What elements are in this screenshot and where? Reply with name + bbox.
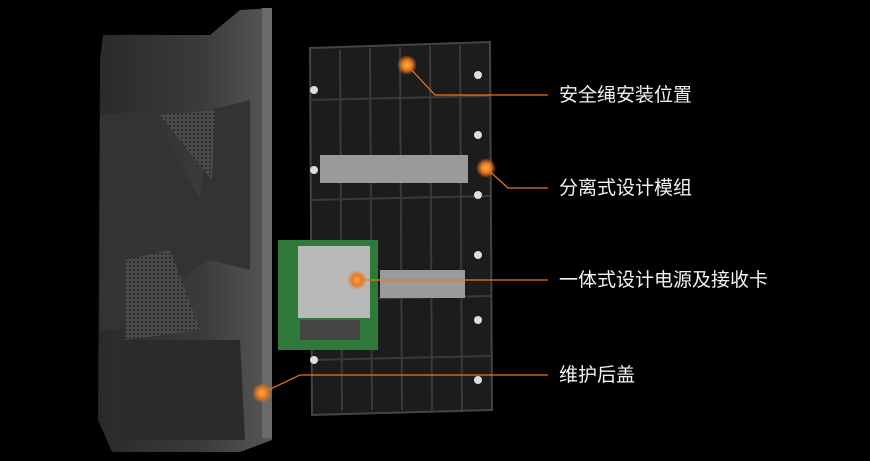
callout-integrated-power-receiver: 一体式设计电源及接收卡 — [559, 269, 769, 291]
callout-safety-rope: 安全绳安装位置 — [559, 84, 693, 106]
rear-cabinet — [98, 8, 272, 452]
module-panel — [308, 40, 494, 417]
callout-markers — [252, 55, 496, 403]
callout-maintenance-cover: 维护后盖 — [559, 364, 636, 386]
power-receiver-card — [278, 240, 378, 350]
callout-separate-module: 分离式设计模组 — [559, 177, 693, 199]
